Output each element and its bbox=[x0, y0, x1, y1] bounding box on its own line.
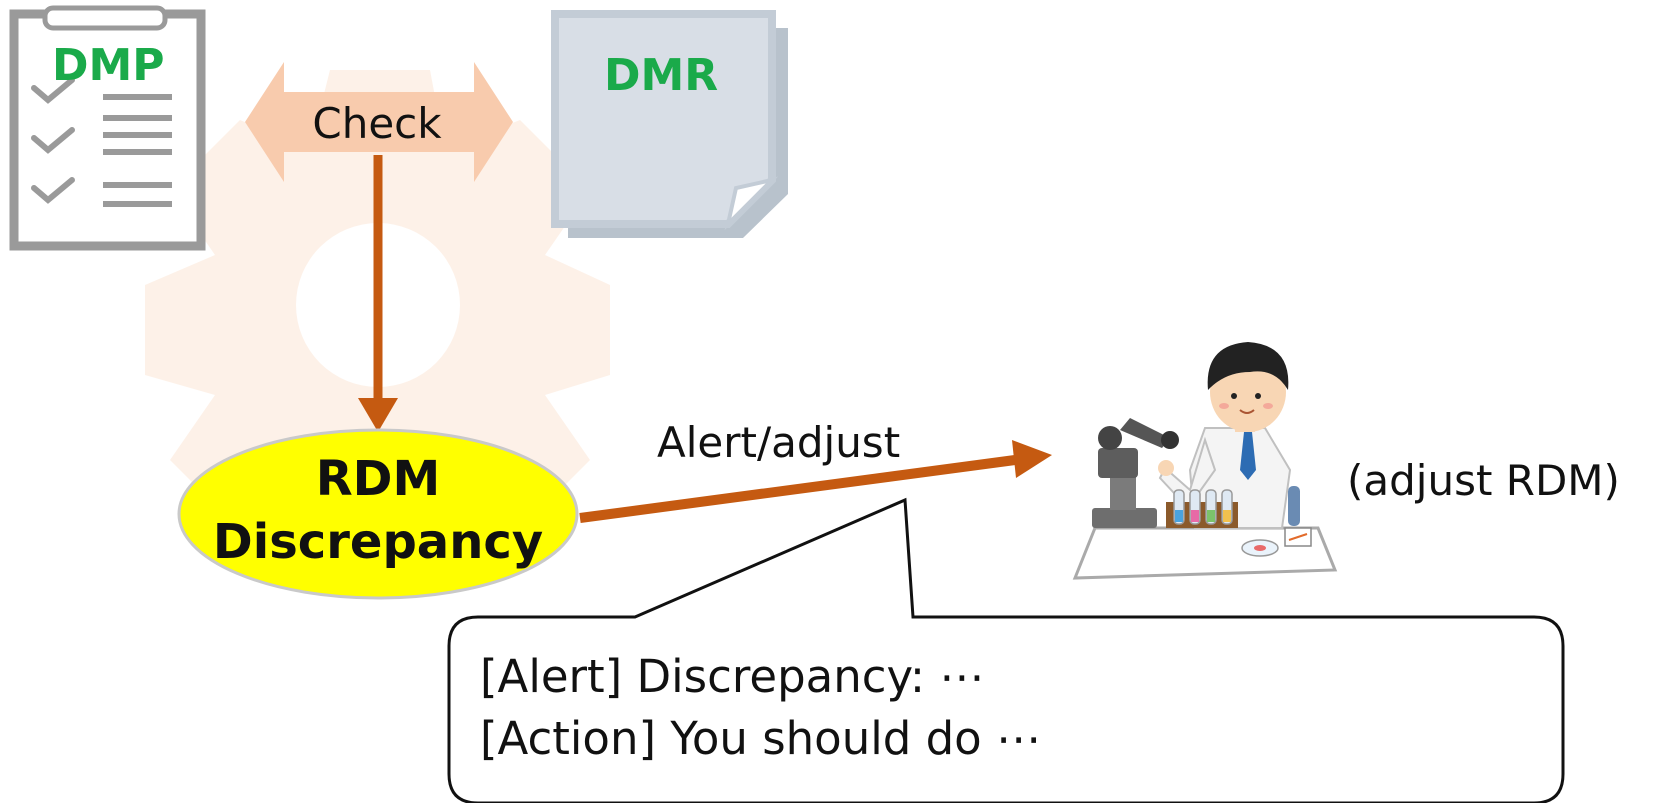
microscope-icon bbox=[1092, 418, 1179, 528]
alert-adjust-arrowhead bbox=[1012, 440, 1052, 478]
dmr-document: DMR bbox=[551, 10, 788, 238]
check-double-arrow: Check bbox=[245, 62, 513, 182]
discrepancy-label: Discrepancy bbox=[213, 514, 543, 570]
rdm-discrepancy-node: RDM Discrepancy bbox=[177, 428, 579, 600]
callout-action-line: [Action] You should do ⋯ bbox=[480, 712, 1041, 765]
alert-adjust-label: Alert/adjust bbox=[657, 418, 900, 467]
scientist-head bbox=[1207, 342, 1289, 432]
checklist-lines bbox=[103, 94, 172, 207]
dmp-document: DMP bbox=[9, 5, 206, 251]
callout-alert-line: [Alert] Discrepancy: ⋯ bbox=[480, 650, 984, 703]
researcher-illustration bbox=[1072, 342, 1338, 580]
dmr-label: DMR bbox=[604, 50, 718, 101]
alert-callout: [Alert] Discrepancy: ⋯ [Action] You shou… bbox=[447, 497, 1565, 803]
dmp-label: DMP bbox=[52, 40, 165, 91]
test-tubes-icon bbox=[1166, 489, 1238, 528]
rdm-label: RDM bbox=[316, 451, 441, 507]
checkmark-icon bbox=[31, 77, 75, 204]
adjust-rdm-label: (adjust RDM) bbox=[1347, 456, 1620, 505]
check-to-discrepancy-arrowhead bbox=[358, 398, 398, 432]
check-label: Check bbox=[312, 99, 442, 148]
alert-adjust-arrow bbox=[579, 455, 1016, 523]
